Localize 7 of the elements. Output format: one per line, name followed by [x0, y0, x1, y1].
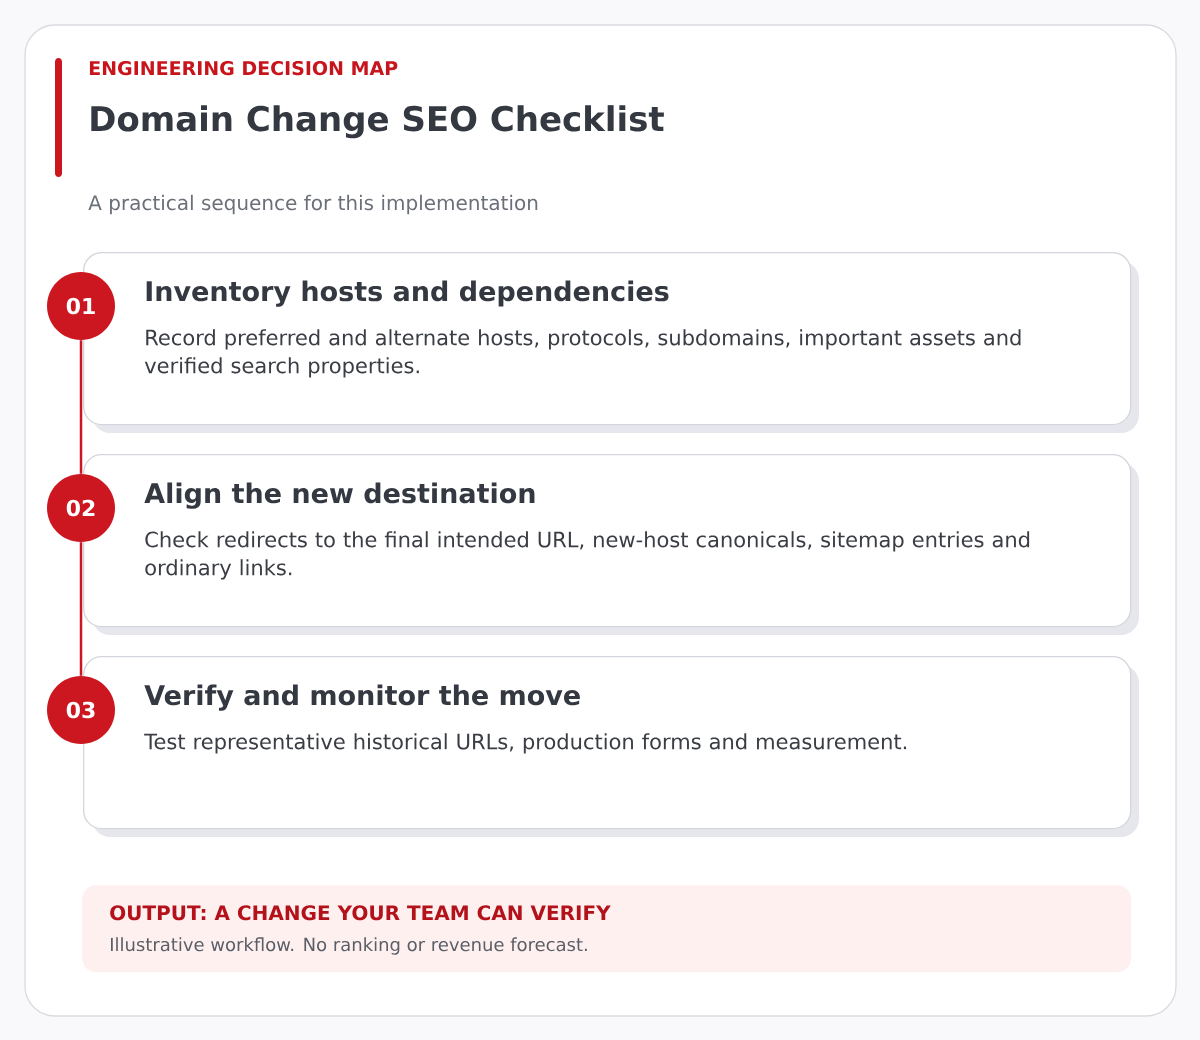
subtitle: A practical sequence for this implementation — [88, 194, 538, 215]
kicker-text: ENGINEERING DECISION MAP — [89, 60, 398, 76]
connector-line — [79, 542, 83, 676]
output-heading: OUTPUT: A CHANGE YOUR TEAM CAN VERIFY — [110, 905, 611, 921]
connector-line — [79, 340, 83, 474]
title: Domain Change SEO Checklist — [91, 105, 664, 139]
output-note: Illustrative workflow. No ranking or revenue forecast. — [111, 937, 587, 955]
